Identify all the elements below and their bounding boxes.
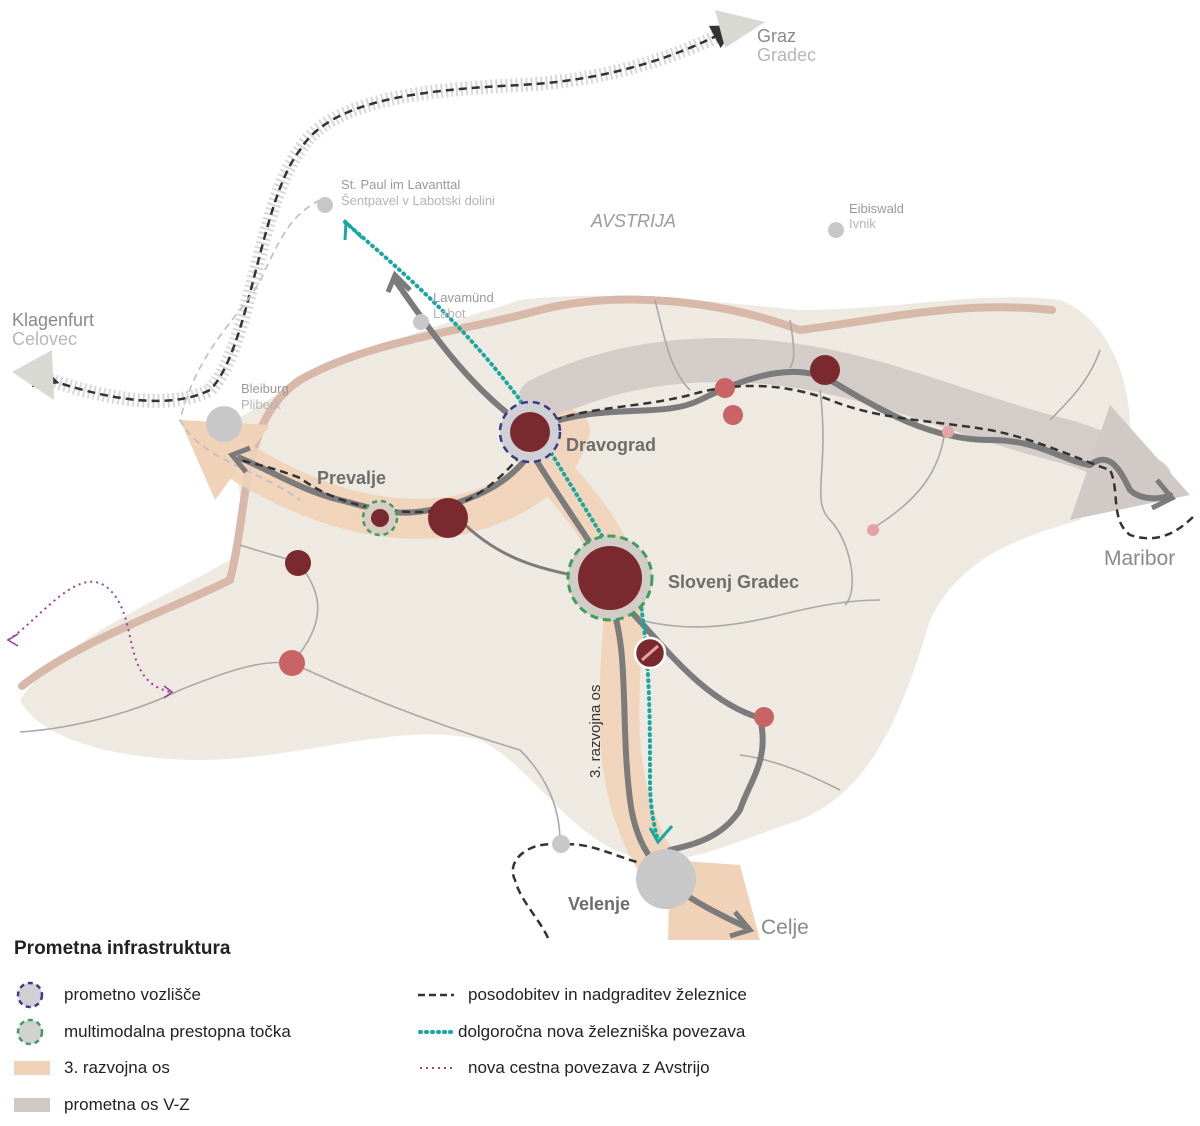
multimodal-node-swatch [16,1018,44,1046]
legend-item-multimodal: multimodalna prestopna točka [14,1017,291,1047]
new-railway-arrowhead-south [648,825,674,845]
graz-arrow [715,10,765,48]
podvelka-node [942,426,954,438]
dotted-purple-swatch [420,1067,454,1069]
mezica-node [279,650,305,676]
prevalje-node [371,509,389,527]
axis-label: 3. razvojna os [587,685,604,778]
eibiswald-node [828,222,844,238]
austria-railway-line [31,25,737,403]
misinje-node [754,707,774,727]
country-label: AVSTRIJA [590,211,676,231]
hub-node-swatch [16,981,44,1009]
st-paul-node [317,197,333,213]
legend-title: Prometna infrastruktura [14,938,231,959]
legend-label-development-axis: 3. razvojna os [64,1058,170,1077]
minor-roads [19,299,1101,846]
klagenfurt-label: Klagenfurt [12,310,94,330]
maribor-label: Maribor [1104,547,1175,570]
development-axis-swatch [14,1061,50,1075]
crossing-mark [641,644,659,662]
legend: Prometna infrastruktura prometno vozlišč… [12,938,1192,1118]
map-labels: Graz Gradec Klagenfurt Celovec Maribor C… [12,26,1175,939]
klagenfurt-sl-label: Celovec [12,329,77,349]
slovenj-gradec-node [578,546,642,610]
prevalje-label: Prevalje [317,468,386,488]
legend-item-rail: posodobitev in nadgraditev železnice [418,980,747,1010]
legend-label-new-road: nova cestna povezava z Avstrijo [468,1058,710,1077]
main-road-arrowhead-celje [729,910,755,939]
dravograd-node [510,412,550,452]
ribnica-node [867,524,879,536]
railway-modernization [239,384,1196,939]
bleiburg-node [206,406,242,442]
vuzenica-node [715,378,735,398]
bleiburg-label: Bleiburg [241,381,289,396]
klagenfurt-arrow [12,350,54,400]
legend-item-transport-axis: prometna os V-Z [14,1090,190,1120]
lavamund-node [413,314,429,330]
dashed-rail-swatch [418,993,454,997]
velenje-label: Velenje [568,894,630,914]
velenje-node [636,849,696,909]
graz-sl-label: Gradec [757,45,816,65]
main-road-arrowhead-west [227,445,251,474]
dotted-teal-swatch [418,1030,454,1034]
muta-node [723,405,743,425]
celje-label: Celje [761,916,809,939]
st-paul-sl-label: Šentpavel v Labotski dolini [341,193,495,208]
new-railway-arrowhead-north [343,218,364,241]
ravne-node [428,498,468,538]
transport-axis-swatch [14,1098,50,1112]
bleiburg-sl-label: Pliberk [241,397,281,412]
legend-label-new-rail: dolgoročna nova železniška povezava [458,1022,746,1041]
lavamund-sl-label: Labot [433,306,466,321]
legend-label-rail: posodobitev in nadgraditev železnice [468,985,747,1004]
lavamund-label: Lavamünd [433,290,494,305]
st-paul-label: St. Paul im Lavanttal [341,177,460,192]
transport-axis-arrow [1070,405,1190,520]
slovenj-gradec-label: Slovenj Gradec [668,572,799,592]
legend-item-hub: prometno vozlišče [14,980,201,1010]
radlje-node [810,355,840,385]
crna-node [285,550,311,576]
legend-item-new-rail: dolgoročna nova železniška povezava [418,1017,745,1047]
graz-label: Graz [757,26,796,46]
dravograd-label: Dravograd [566,435,656,455]
new-road-austria-dotted [7,581,171,693]
new-road-arrowhead-east [163,685,174,699]
legend-item-new-road: nova cestna povezava z Avstrijo [418,1053,710,1083]
legend-label-transport-axis: prometna os V-Z [64,1095,190,1114]
eibiswald-label: Eibiswald [849,201,904,216]
austria-minor-link [179,199,321,501]
velenje-west-node [552,835,570,853]
map-nodes [206,197,954,909]
eibiswald-sl-label: Ivnik [849,216,876,231]
new-road-arrowhead-west [6,633,19,647]
main-road-arrowhead-east [1150,478,1176,511]
legend-label-multimodal: multimodalna prestopna točka [64,1022,291,1041]
legend-item-development-axis: 3. razvojna os [14,1053,170,1083]
legend-label-hub: prometno vozlišče [64,985,202,1004]
main-road-arrowhead-north [385,270,412,293]
